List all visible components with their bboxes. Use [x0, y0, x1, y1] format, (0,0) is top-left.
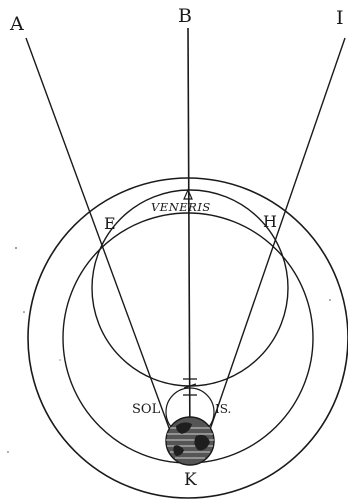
line-a-to-k — [26, 38, 176, 447]
label-b: B — [178, 5, 192, 27]
label-e: E — [104, 214, 116, 233]
label-veneris: VENERIS — [151, 200, 211, 214]
label-is: IS. — [215, 402, 231, 416]
label-i: I — [336, 7, 344, 29]
label-sol: SOL — [132, 402, 161, 417]
label-k: K — [184, 470, 197, 490]
line-b-to-k — [188, 28, 190, 456]
line-i-to-k — [204, 38, 345, 447]
label-a: A — [9, 13, 24, 35]
print-specks — [7, 247, 331, 453]
label-h: H — [263, 212, 277, 231]
